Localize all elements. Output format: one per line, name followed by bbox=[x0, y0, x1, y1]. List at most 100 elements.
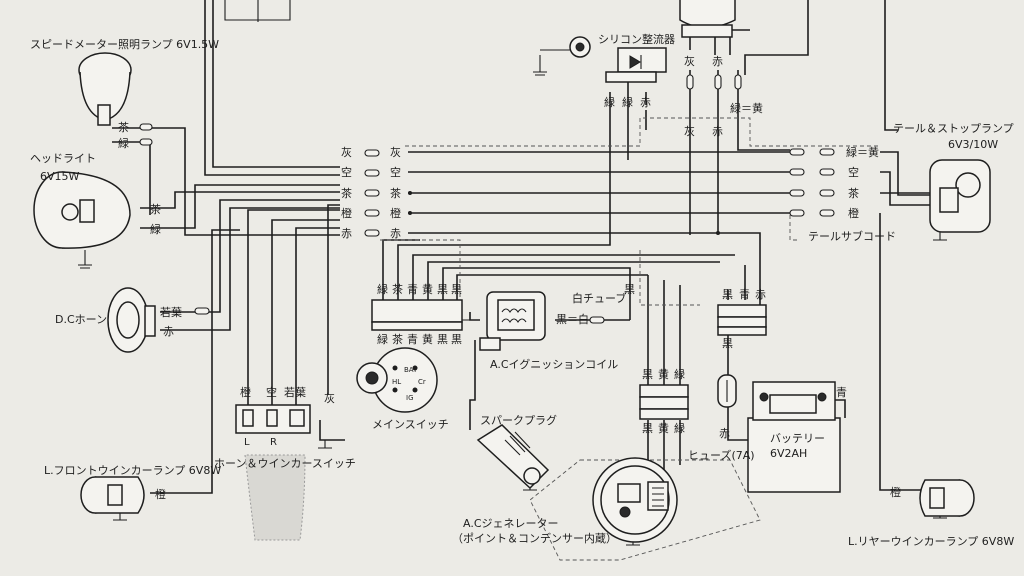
wire-label: 灰 bbox=[390, 145, 401, 159]
wire-label: 橙 bbox=[390, 206, 401, 220]
wire-label: 空 bbox=[848, 165, 859, 179]
wire-label: 茶 bbox=[392, 283, 403, 296]
main-switch-label: メインスイッチ bbox=[372, 418, 449, 431]
wire-label: 黄 bbox=[658, 421, 669, 435]
wire-label: 緑 bbox=[674, 421, 685, 435]
wire-label: 青 bbox=[836, 386, 847, 399]
headlight-label: ヘッドライト bbox=[30, 152, 96, 165]
wire-label: 橙 bbox=[848, 206, 859, 220]
switch-terminal-l: L bbox=[244, 437, 250, 448]
rear-winker-icon bbox=[919, 479, 975, 517]
wire-label: 黄 bbox=[422, 332, 433, 346]
battery-icon bbox=[747, 381, 841, 493]
wire-label: 若葉 bbox=[160, 305, 182, 319]
front-winker-icon bbox=[80, 476, 145, 514]
ignition-coil-label: A.Cイグニッションコイル bbox=[490, 357, 618, 371]
wire-label: 赤 bbox=[341, 227, 352, 240]
wire-label: 赤 bbox=[712, 55, 723, 68]
wire-label: 茶 bbox=[392, 333, 403, 346]
battery-label: バッテリー bbox=[770, 432, 825, 445]
tail-sub-cord-label: テールサブコード bbox=[808, 229, 896, 243]
speedometer-lamp-icon bbox=[78, 52, 132, 126]
wire-label: 赤 bbox=[390, 227, 401, 240]
wire-label: 赤 bbox=[719, 427, 730, 440]
horn-icon bbox=[107, 287, 156, 353]
tail-stop-lamp-label: テール＆ストップランプ bbox=[893, 122, 1014, 135]
wire-label: 橙 bbox=[240, 385, 251, 399]
wire-label: 緑 bbox=[118, 136, 129, 150]
spark-plug-label: スパークプラグ bbox=[480, 413, 557, 427]
wire-label: 黒 bbox=[722, 337, 733, 350]
silicon-rectifier-icon bbox=[605, 47, 667, 83]
horn-winker-switch-label: ホーン＆ウインカースイッチ bbox=[214, 457, 356, 470]
speedometer-lamp-label: スピードメーター照明ランプ 6V1.5W bbox=[30, 38, 219, 51]
wire-label: 茶 bbox=[848, 187, 859, 200]
spark-plug-icon bbox=[476, 424, 550, 490]
wires bbox=[78, 0, 947, 546]
main-switch-terminal-cr: Cr bbox=[418, 378, 426, 386]
dc-horn-label: D.Cホーン bbox=[55, 313, 107, 326]
wire-label: 空 bbox=[266, 385, 277, 399]
wire-label: 黒 bbox=[451, 333, 462, 346]
ac-generator-icon bbox=[592, 457, 678, 543]
rear-winker-label: L.リヤーウインカーランプ 6V8W bbox=[848, 535, 1014, 548]
wire-label: 赤 bbox=[712, 125, 723, 138]
ac-generator-note-label: （ポイント＆コンデンサー内蔵） bbox=[452, 531, 617, 545]
speedometer-icon bbox=[679, 0, 736, 38]
main-switch-terminal-hl: HL bbox=[392, 378, 401, 386]
main-switch-icon: BAT HL Cr IG bbox=[356, 299, 463, 413]
wire-label: 赤 bbox=[163, 325, 174, 338]
wire-color-labels: 茶 緑 茶 緑 若葉 赤 橙 橙 空 若葉 灰 灰 空 茶 橙 赤 灰 空 茶 … bbox=[118, 54, 901, 501]
wire-label: 緑＝黄 bbox=[846, 145, 879, 159]
wire-label: 緑 bbox=[377, 332, 388, 346]
wire-label: 黒 bbox=[437, 333, 448, 346]
component-labels: スピードメーター照明ランプ 6V1.5W ヘッドライト 6V15W D.Cホーン… bbox=[30, 32, 1014, 548]
wire-label: 黒 bbox=[451, 283, 462, 296]
wire-label: 灰 bbox=[684, 124, 695, 138]
wire-label: 橙 bbox=[155, 487, 166, 501]
wire-label: 緑 bbox=[622, 95, 633, 109]
right-connector-icon bbox=[717, 304, 767, 336]
horn-winker-switch-icon: L R bbox=[235, 404, 311, 541]
wire-label: 緑 bbox=[150, 222, 161, 236]
generator-connector-icon bbox=[639, 384, 689, 420]
wire-label: 黒 bbox=[624, 283, 635, 296]
harness-outlines bbox=[380, 117, 880, 561]
wire-label: 若葉 bbox=[284, 385, 306, 399]
headlight-spec-label: 6V15W bbox=[40, 170, 80, 183]
fuse-icon bbox=[717, 374, 737, 408]
wire-label: 青 bbox=[739, 288, 750, 301]
tail-stop-lamp-icon bbox=[929, 159, 991, 233]
wire-label: 灰 bbox=[684, 54, 695, 68]
wire-label: 黒 bbox=[642, 422, 653, 435]
wire-label: 赤 bbox=[755, 288, 766, 301]
wire-label: 緑＝黄 bbox=[730, 101, 763, 115]
wire-label: 黒＝白 bbox=[556, 312, 589, 326]
main-switch-terminal-bat: BAT bbox=[404, 366, 418, 374]
wire-label: 灰 bbox=[324, 391, 335, 405]
headlight-icon bbox=[33, 171, 131, 249]
fuse-label: ヒューズ(7A) bbox=[688, 448, 755, 462]
inline-connectors bbox=[139, 74, 835, 324]
wire-label: 茶 bbox=[390, 187, 401, 200]
wire-label: 黄 bbox=[658, 367, 669, 381]
battery-spec-label: 6V2AH bbox=[770, 447, 807, 460]
wire-label: 茶 bbox=[118, 121, 129, 134]
wire-label: 黒 bbox=[642, 368, 653, 381]
ground-terminal-icon bbox=[540, 36, 591, 58]
ignition-coil-icon bbox=[479, 291, 546, 351]
ac-generator-label: A.Cジェネレーター bbox=[463, 517, 559, 530]
wire-label: 赤 bbox=[640, 96, 651, 109]
tail-stop-spec-label: 6V3/10W bbox=[948, 138, 998, 151]
wire-label: 青 bbox=[407, 333, 418, 346]
wire-label: 橙 bbox=[341, 206, 352, 220]
wire-label: 黒 bbox=[722, 288, 733, 301]
wire-label: 緑 bbox=[674, 367, 685, 381]
switch-terminal-r: R bbox=[270, 437, 277, 448]
main-switch-terminal-ig: IG bbox=[406, 394, 414, 402]
front-winker-label: L.フロントウインカーランプ 6V8W bbox=[44, 464, 221, 477]
wire-label: 空 bbox=[341, 165, 352, 179]
wire-label: 黒 bbox=[437, 283, 448, 296]
wire-label: 緑 bbox=[377, 282, 388, 296]
